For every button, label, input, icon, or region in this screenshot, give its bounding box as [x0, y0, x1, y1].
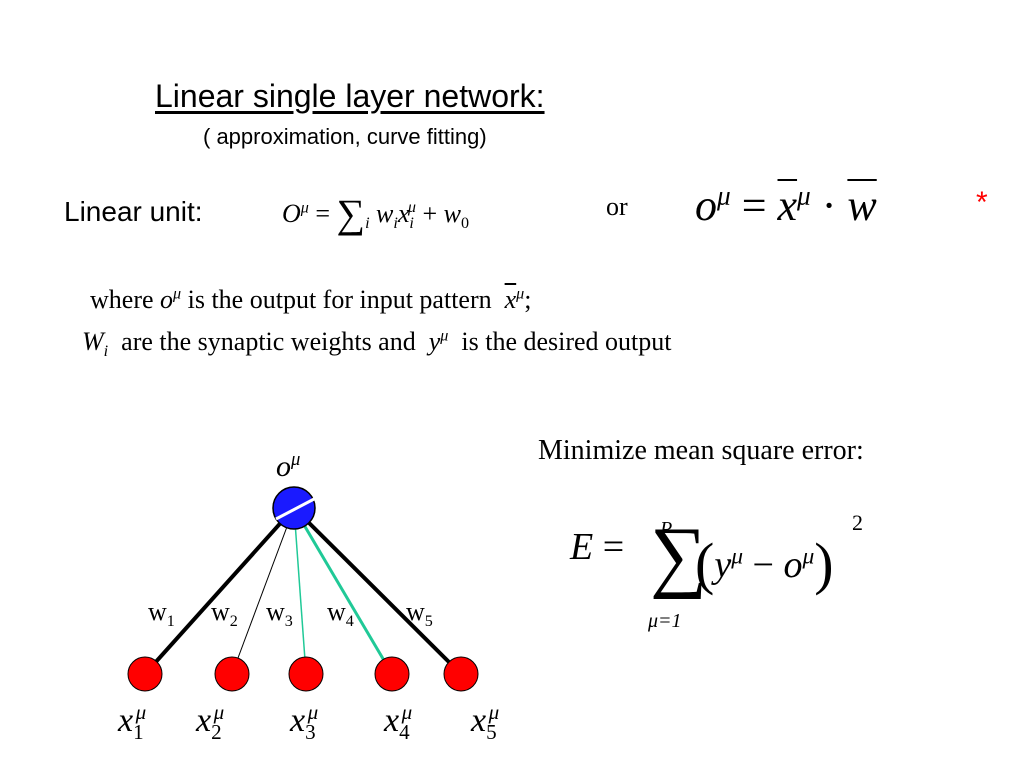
where-line-1: where oμ is the output for input pattern… — [90, 285, 532, 314]
mse-upper-limit: P — [660, 518, 673, 540]
input-node-3 — [288, 656, 324, 692]
output-symbol: oμ — [160, 285, 182, 314]
edge-1 — [143, 506, 296, 676]
edge-3 — [293, 507, 307, 675]
vector-equation: oμ = xμ · w — [695, 180, 877, 230]
weight-symbol: Wi — [82, 327, 109, 361]
input-label-1: x1μ — [118, 699, 147, 744]
weight-label-3: w3 — [266, 597, 293, 631]
output-node-label: oμ — [276, 449, 301, 483]
input-node-1 — [127, 656, 163, 692]
weight-label-5: w5 — [406, 597, 433, 631]
input-node-4 — [374, 656, 410, 692]
where-text-2: is the output for input pattern — [187, 285, 492, 314]
mse-body: (yμ − oμ) — [695, 531, 834, 596]
desired-output-symbol: yμ — [428, 327, 449, 356]
edge-2 — [231, 507, 295, 675]
where-text-5: is the desired output — [461, 327, 672, 356]
mse-square: 2 — [852, 510, 863, 535]
input-pattern-symbol: x — [504, 285, 517, 314]
input-label-3: x3μ — [290, 699, 319, 744]
mse-lower-limit: μ=1 — [648, 610, 682, 632]
input-node-2 — [214, 656, 250, 692]
input-label-2: x2μ — [196, 699, 225, 744]
mse-label: Minimize mean square error: — [538, 435, 864, 466]
slide-title: Linear single layer network: — [155, 78, 545, 114]
output-node-mark — [275, 496, 317, 521]
or-label: or — [606, 192, 628, 221]
input-label-5: x5μ — [471, 699, 500, 744]
edge-4 — [292, 507, 394, 675]
star-marker: * — [976, 186, 988, 219]
weight-label-1: w1 — [148, 597, 175, 631]
input-node-5 — [443, 656, 479, 692]
weight-label-2: w2 — [211, 597, 238, 631]
linear-unit-equation: Oμ = ∑i wixiμ + w0 — [282, 191, 470, 236]
where-text-1: where — [90, 285, 154, 314]
weight-label-4: w4 — [327, 597, 354, 631]
edge-5 — [292, 506, 463, 676]
slide-subtitle: ( approximation, curve fitting) — [203, 124, 487, 149]
mse-sum-sign: ∑ — [650, 512, 708, 600]
linear-unit-label: Linear unit: — [64, 196, 203, 227]
where-text-3: ; — [524, 285, 532, 314]
where-line-2: Wi are the synaptic weights and yμ is th… — [82, 327, 672, 361]
where-text-4: are the synaptic weights and — [121, 327, 416, 356]
input-label-4: x4μ — [384, 699, 413, 744]
mse-lhs: E = — [570, 526, 625, 568]
